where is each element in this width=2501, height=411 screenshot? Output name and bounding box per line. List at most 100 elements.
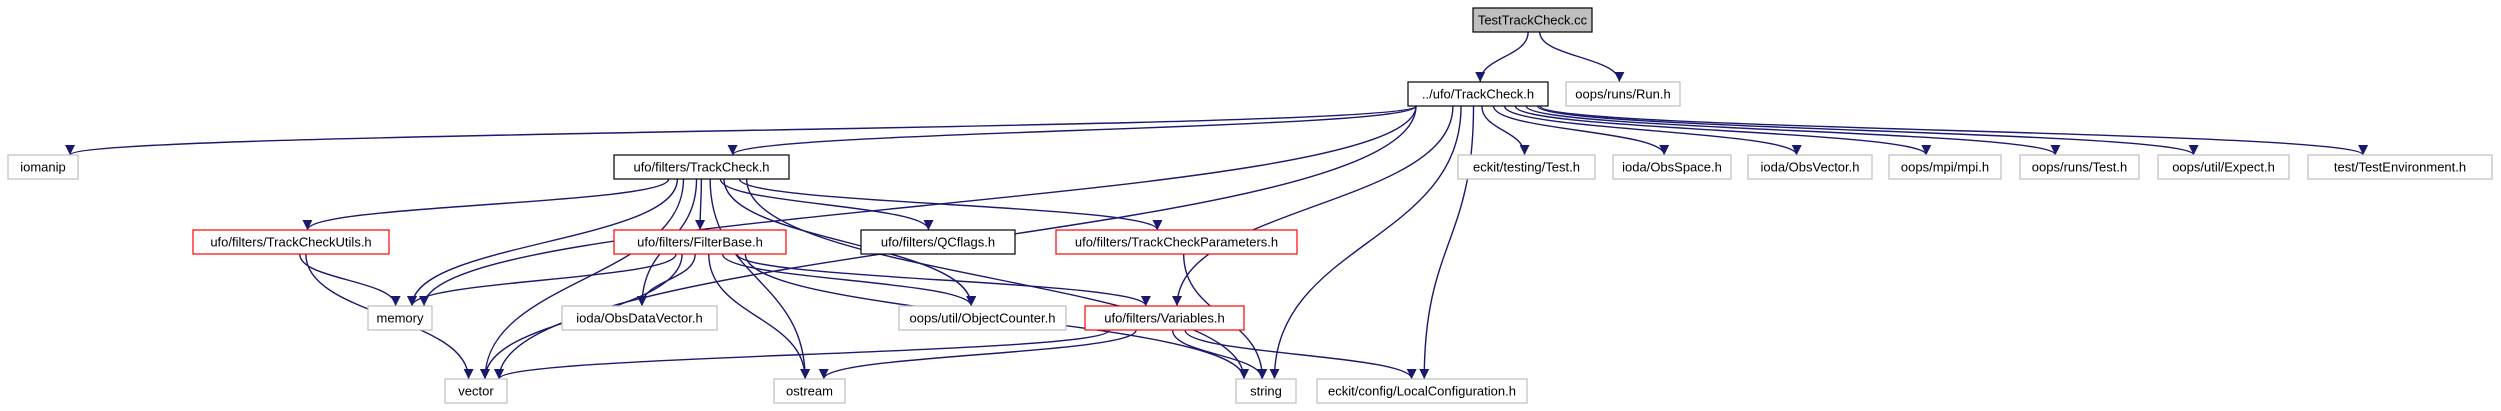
node-ectest: eckit/testing/Test.h	[1457, 154, 1596, 180]
node-obsvec-label: ioda/ObsVector.h	[1760, 160, 1859, 175]
edge-uftc-to-rtest	[1525, 105, 2061, 156]
node-lconf: eckit/config/LocalConfiguration.h	[1316, 378, 1528, 404]
node-obssp: ioda/ObsSpace.h	[1612, 154, 1732, 180]
node-str-label: string	[1250, 384, 1282, 399]
node-odv-label: ioda/ObsDataVector.h	[576, 311, 702, 326]
edge-fb-to-mem	[407, 253, 677, 307]
edge-uftc-to-ioman	[65, 105, 1417, 156]
node-lconf-box	[1316, 378, 1528, 404]
node-uftc-box	[1407, 81, 1549, 107]
node-expect: oops/util/Expect.h	[2157, 154, 2290, 180]
node-tcp[interactable]: ufo/filters/TrackCheckParameters.h	[1055, 229, 1298, 255]
node-mpi: oops/mpi/mpi.h	[1888, 154, 2002, 180]
node-expect-box	[2157, 154, 2290, 180]
node-fltc-box	[613, 154, 790, 180]
node-mpi-box	[1888, 154, 2002, 180]
node-fb-box	[613, 229, 787, 255]
edge-uftc-to-obssp	[1492, 105, 1670, 156]
edge-fltc-to-mem	[407, 178, 679, 307]
node-tcu-box	[192, 229, 390, 255]
node-objc-label: oops/util/ObjectCounter.h	[910, 311, 1056, 326]
node-tcu-label: ufo/filters/TrackCheckUtils.h	[210, 235, 371, 250]
edge-fltc-to-qcf	[719, 178, 934, 231]
node-vars-label: ufo/filters/Variables.h	[1104, 311, 1224, 326]
node-vars-box	[1084, 305, 1245, 331]
node-fltc-label: ufo/filters/TrackCheck.h	[633, 160, 769, 175]
node-rtest: oops/runs/Test.h	[2019, 154, 2140, 180]
node-str: string	[1235, 378, 1297, 404]
edge-uftc-to-vars	[1172, 105, 1454, 307]
node-fb-label: ufo/filters/FilterBase.h	[637, 235, 763, 250]
node-fb[interactable]: ufo/filters/FilterBase.h	[613, 229, 787, 255]
node-odv-box	[561, 305, 718, 331]
node-odv: ioda/ObsDataVector.h	[561, 305, 718, 331]
node-expect-label: oops/util/Expect.h	[2172, 160, 2275, 175]
node-obsvec: ioda/ObsVector.h	[1747, 154, 1873, 180]
edge-uftc-to-tenv	[1539, 105, 2368, 156]
edge-uftc-to-obsvec	[1503, 105, 1802, 156]
node-mem-label: memory	[377, 311, 424, 326]
node-fltc[interactable]: ufo/filters/TrackCheck.h	[613, 154, 790, 180]
node-qcf-label: ufo/filters/QCflags.h	[881, 235, 995, 250]
node-uftc-label: ../ufo/TrackCheck.h	[1422, 87, 1534, 102]
node-tcp-label: ufo/filters/TrackCheckParameters.h	[1075, 235, 1278, 250]
edge-vars-to-ostr	[818, 329, 1137, 380]
node-obssp-label: ioda/ObsSpace.h	[1622, 160, 1722, 175]
edge-uftc-to-mem	[419, 105, 1417, 307]
node-root-box	[1472, 7, 1593, 33]
edge-uftc-to-expect	[1536, 105, 2199, 156]
node-run-label: oops/runs/Run.h	[1575, 87, 1670, 102]
edge-fltc-to-vec	[480, 178, 685, 380]
node-mpi-label: oops/mpi/mpi.h	[1901, 160, 1989, 175]
edge-uftc-to-fltc	[727, 105, 1417, 156]
edge-vars-to-str	[1171, 329, 1267, 380]
edge-uftc-to-str	[1269, 105, 1462, 380]
node-obsvec-box	[1747, 154, 1873, 180]
node-rtest-label: oops/runs/Test.h	[2032, 160, 2127, 175]
edge-fltc-to-tcu	[302, 178, 670, 231]
node-ostr-box	[773, 378, 846, 404]
node-ioman-box	[7, 154, 79, 180]
node-mem: memory	[367, 305, 433, 331]
node-root: TestTrackCheck.cc	[1472, 7, 1593, 33]
node-str-box	[1235, 378, 1297, 404]
edge-fb-to-objc	[721, 253, 977, 307]
node-tenv-label: test/TestEnvironment.h	[2334, 160, 2466, 175]
node-layer: TestTrackCheck.cc ../ufo/TrackCheck.h oops…	[7, 7, 2493, 404]
edge-uftc-to-ectest	[1481, 105, 1530, 156]
node-qcf[interactable]: ufo/filters/QCflags.h	[860, 229, 1016, 255]
node-tenv: test/TestEnvironment.h	[2307, 154, 2493, 180]
node-vec: vector	[444, 378, 508, 404]
edge-uftc-to-lconf	[1419, 105, 1475, 380]
node-ostr: ostream	[773, 378, 846, 404]
edge-fltc-to-ostr	[709, 178, 811, 380]
node-run-box	[1565, 81, 1681, 107]
node-tcu[interactable]: ufo/filters/TrackCheckUtils.h	[192, 229, 390, 255]
node-objc-box	[898, 305, 1067, 331]
node-ioman: iomanip	[7, 154, 79, 180]
edge-root-to-run	[1539, 31, 1625, 83]
node-ioman-label: iomanip	[20, 160, 66, 175]
node-ostr-label: ostream	[786, 384, 833, 399]
edge-fb-to-vars	[736, 253, 1151, 307]
edge-fltc-to-tcp	[738, 178, 1163, 231]
node-run: oops/runs/Run.h	[1565, 81, 1681, 107]
node-vars[interactable]: ufo/filters/Variables.h	[1084, 305, 1245, 331]
node-vec-label: vector	[458, 384, 494, 399]
edge-fltc-to-str	[745, 178, 1249, 380]
edge-tcu-to-mem	[299, 253, 401, 307]
node-obssp-box	[1612, 154, 1732, 180]
edge-fltc-to-objc	[723, 178, 977, 307]
node-qcf-box	[860, 229, 1016, 255]
node-vec-box	[444, 378, 508, 404]
node-tcp-box	[1055, 229, 1298, 255]
edge-vars-to-vec	[494, 329, 1111, 380]
edge-uftc-to-mpi	[1514, 105, 1932, 156]
node-root-label: TestTrackCheck.cc	[1478, 13, 1588, 28]
edge-root-to-uftc	[1475, 31, 1529, 83]
node-tenv-box	[2307, 154, 2493, 180]
edge-fb-to-ostr	[708, 253, 811, 380]
node-uftc[interactable]: ../ufo/TrackCheck.h	[1407, 81, 1549, 107]
node-ectest-label: eckit/testing/Test.h	[1473, 160, 1580, 175]
